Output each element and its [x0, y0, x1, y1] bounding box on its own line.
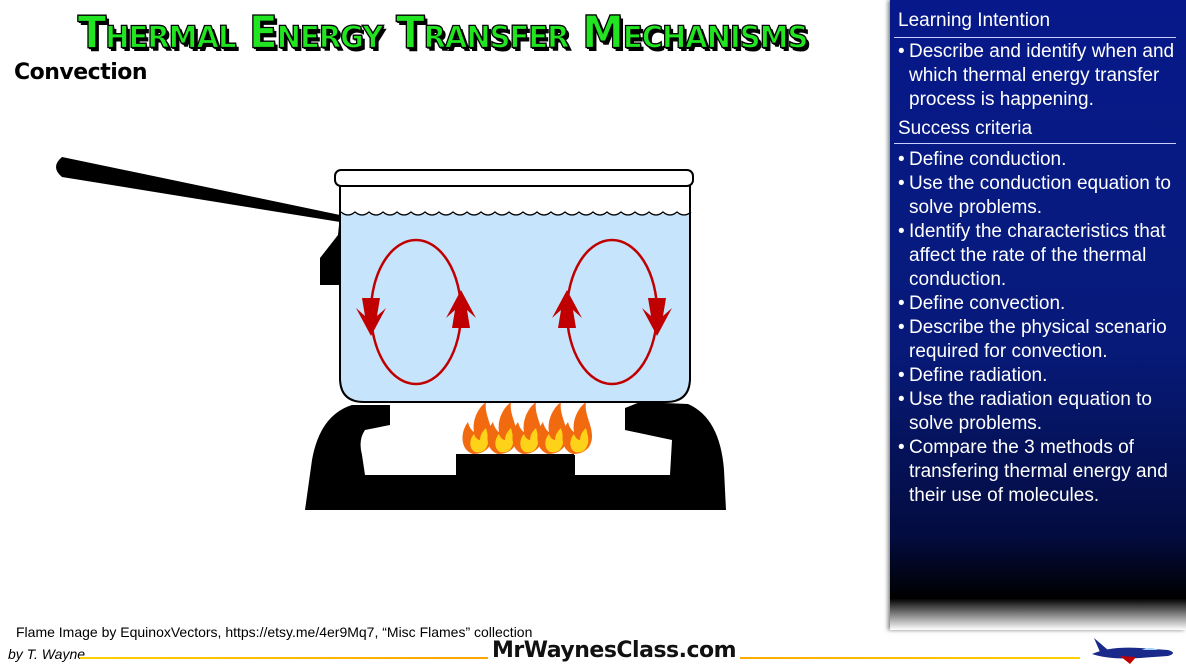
down-arrow-icon — [642, 298, 672, 336]
pot-water — [339, 199, 691, 403]
pan-handle — [56, 157, 340, 285]
list-item: Describe and identify when and which the… — [898, 40, 1176, 112]
up-arrow-icon — [446, 290, 476, 328]
divider — [894, 37, 1176, 38]
success-criteria-list: Define conduction. Use the conduction eq… — [890, 148, 1186, 508]
water-surface — [340, 211, 692, 216]
success-criteria-heading: Success criteria — [898, 118, 1033, 139]
rocket-icon — [1092, 638, 1173, 664]
list-item: Identify the characteristics that affect… — [898, 220, 1176, 292]
burner — [456, 454, 574, 484]
divider — [894, 143, 1176, 144]
learning-panel: Learning Intention Describe and identify… — [890, 0, 1186, 630]
flames-icon — [462, 402, 592, 454]
image-credit: Flame Image by EquinoxVectors, https://e… — [16, 624, 533, 640]
author-credit: by T. Wayne — [8, 646, 86, 662]
list-item: Compare the 3 methods of transfering the… — [898, 436, 1176, 508]
down-arrow-icon — [356, 298, 386, 336]
convection-diagram — [56, 157, 726, 510]
site-name: MrWaynesClass.com — [488, 638, 741, 663]
list-item: Define radiation. — [898, 364, 1176, 388]
list-item: Define conduction. — [898, 148, 1176, 172]
slide-title: Thermal Energy Transfer Mechanisms — [77, 6, 809, 59]
list-item: Use the conduction equation to solve pro… — [898, 172, 1176, 220]
slide-subtitle: Convection — [14, 60, 148, 85]
list-item: Describe the physical scenario required … — [898, 316, 1176, 364]
list-item: Define convection. — [898, 292, 1176, 316]
up-arrow-icon — [552, 290, 582, 328]
pot-rim — [334, 169, 694, 187]
learning-intention-heading: Learning Intention — [898, 10, 1051, 31]
learning-intention-list: Describe and identify when and which the… — [890, 40, 1186, 112]
list-item: Use the radiation equation to solve prob… — [898, 388, 1176, 436]
